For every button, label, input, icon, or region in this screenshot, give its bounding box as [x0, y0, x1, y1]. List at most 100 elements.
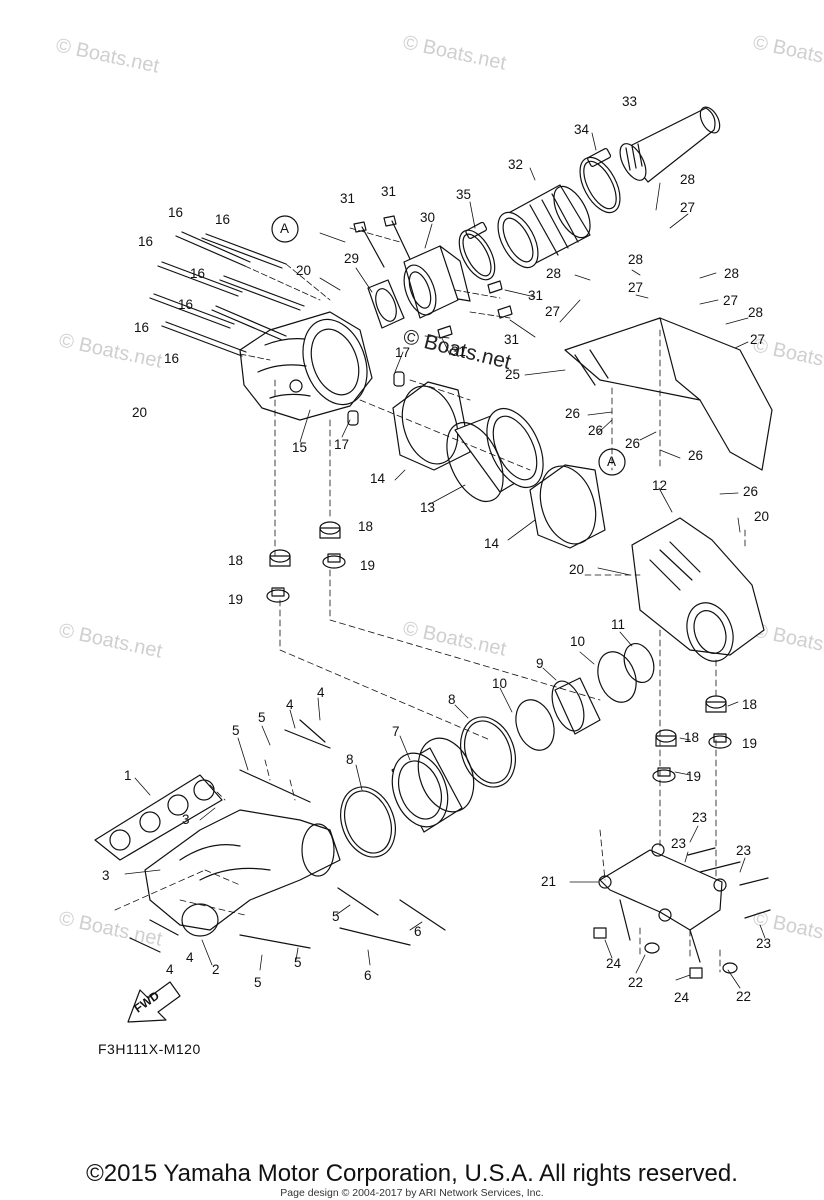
callout-label: 17: [395, 345, 411, 360]
bolt-part: [149, 231, 305, 357]
callout-label: 27: [545, 304, 561, 319]
exhaust-manifold-part: [144, 809, 341, 937]
callout-label: 27: [628, 280, 644, 295]
callout-label: 24: [674, 990, 690, 1005]
callout-label: 28: [724, 266, 740, 281]
callout-label: 17: [334, 437, 350, 452]
callout-label: 8: [448, 692, 456, 707]
callout-label: 19: [742, 736, 758, 751]
callout-label: 16: [190, 266, 206, 281]
callout-label: 13: [420, 500, 436, 515]
deflector-part: [564, 317, 773, 471]
callout-label: 5: [332, 909, 340, 924]
callout-label: 20: [296, 263, 312, 278]
exhaust-gasket-part: [94, 774, 223, 861]
callout-label: 16: [168, 205, 184, 220]
gasket-part: [367, 279, 405, 329]
callout-label: 27: [723, 293, 739, 308]
liner-part: [446, 408, 544, 502]
bolt-part: [687, 847, 771, 919]
callout-label: 32: [508, 157, 524, 172]
callout-label: 14: [370, 471, 386, 486]
callout-label: 24: [606, 956, 622, 971]
rubber-joint-part: [497, 184, 591, 269]
callout-label: 15: [292, 440, 308, 455]
callout-label: 22: [736, 989, 752, 1004]
callout-label: 23: [692, 810, 708, 825]
callout-label: 28: [680, 172, 696, 187]
callout-label: 5: [232, 723, 240, 738]
callout-label: 5: [294, 955, 302, 970]
bushing-part: [269, 521, 727, 747]
callout-label: 29: [344, 251, 360, 266]
fwd-arrow-icon: [127, 981, 181, 1023]
callout-label: 7: [392, 724, 400, 739]
nozzle-housing-part: [631, 517, 765, 662]
callout-label: 4: [166, 962, 174, 977]
clamp-part: [515, 643, 655, 751]
callout-label: 28: [546, 266, 562, 281]
pump-housing-part: [239, 311, 373, 421]
hose-clamp-part: [579, 147, 621, 214]
callout-label: 22: [628, 975, 644, 990]
callout-label: 23: [736, 843, 752, 858]
callout-label: 33: [622, 94, 638, 109]
callout-label: 26: [743, 484, 759, 499]
callout-label: 8: [346, 752, 354, 767]
callout-label: 26: [588, 423, 604, 438]
callout-label: 11: [611, 617, 626, 632]
callout-label: 21: [541, 874, 557, 889]
callout-label: 18: [358, 519, 374, 534]
reference-label-a: A: [607, 454, 617, 469]
callout-label: 18: [742, 697, 758, 712]
bracket-part: [598, 843, 727, 963]
rubber-joint-part: [391, 737, 475, 833]
callout-label: 19: [686, 769, 702, 784]
callout-label: 31: [451, 344, 467, 359]
callout-label: 16: [134, 320, 150, 335]
pin-part: [347, 371, 405, 426]
callout-label: 23: [671, 836, 687, 851]
drawing-code: F3H111X-M120: [98, 1041, 201, 1057]
copyright-notice: ©2015 Yamaha Motor Corporation, U.S.A. A…: [86, 1160, 738, 1187]
callout-label: 34: [574, 122, 590, 137]
callout-label: 26: [688, 448, 704, 463]
joint-part: [551, 677, 601, 735]
callout-label: 18: [684, 730, 700, 745]
callout-label: 28: [628, 252, 644, 267]
callout-label: 20: [569, 562, 585, 577]
callout-label: 28: [748, 305, 764, 320]
reference-circle-a: [598, 448, 626, 476]
callout-label: 4: [317, 685, 325, 700]
callout-label: 4: [286, 697, 294, 712]
reference-label-a: A: [280, 221, 290, 236]
callout-label: 26: [565, 406, 581, 421]
callout-label: 25: [505, 367, 521, 382]
callout-label: 9: [536, 656, 544, 671]
callout-label: 14: [484, 536, 500, 551]
flange-adapter-part: [403, 245, 471, 319]
gasket-part: [529, 464, 606, 549]
callout-label: 18: [228, 553, 244, 568]
callout-label: 26: [625, 436, 641, 451]
inlet-pipe-part: [619, 106, 721, 183]
callout-label: 31: [528, 288, 544, 303]
hose-clamp-part: [458, 221, 496, 281]
callout-label: 5: [254, 975, 262, 990]
callout-label: 16: [164, 351, 180, 366]
callout-label: 3: [182, 812, 190, 827]
callout-label: 31: [504, 332, 520, 347]
callout-label: 20: [754, 509, 770, 524]
callout-label: 31: [381, 184, 397, 199]
callout-label: 16: [138, 234, 154, 249]
clamp-part: [340, 716, 516, 858]
bolt-part: [129, 719, 446, 953]
collar-part: [266, 553, 732, 783]
callout-label: 6: [364, 968, 372, 983]
callout-label: 16: [178, 297, 194, 312]
callout-label: 19: [360, 558, 376, 573]
callout-label: 6: [414, 924, 422, 939]
callout-label: 35: [456, 187, 472, 202]
